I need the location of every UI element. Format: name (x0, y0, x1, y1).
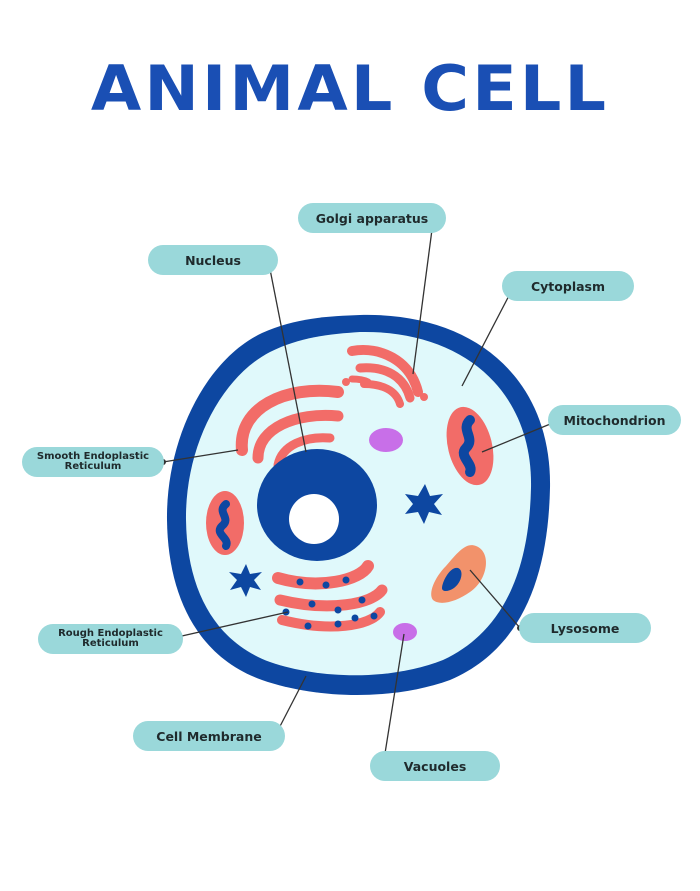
label-golgi-apparatus: Golgi apparatus (298, 203, 446, 233)
label-rough-er-line2: Reticulum (82, 638, 139, 649)
nucleolus (289, 494, 339, 544)
label-vacuoles: Vacuoles (370, 751, 500, 781)
label-cytoplasm: Cytoplasm (502, 271, 634, 301)
leader-lines (162, 221, 561, 767)
label-smooth-er: Smooth Endoplastic Reticulum (22, 447, 164, 477)
label-rough-er: Rough Endoplastic Reticulum (38, 624, 183, 654)
vacuole-top (369, 428, 403, 452)
centrosome-left (229, 564, 262, 597)
page-title: ANIMAL CELL (90, 52, 610, 125)
vacuole-bottom (393, 623, 417, 641)
centrosome-right (405, 484, 443, 524)
smooth-er (235, 384, 344, 470)
label-mitochondrion: Mitochondrion (548, 405, 681, 435)
ribosomes (282, 576, 378, 630)
lysosome (431, 545, 487, 603)
label-nucleus: Nucleus (148, 245, 278, 275)
label-lysosome: Lysosome (519, 613, 651, 643)
label-rough-er-line1: Rough Endoplastic (58, 628, 163, 639)
label-smooth-er-line2: Reticulum (64, 461, 122, 472)
mitochondrion-right (446, 406, 494, 486)
mitochondrion-left (206, 491, 244, 555)
label-smooth-er-line1: Smooth Endoplastic (36, 451, 150, 462)
label-cell-membrane: Cell Membrane (133, 721, 285, 751)
golgi-apparatus (342, 345, 428, 408)
